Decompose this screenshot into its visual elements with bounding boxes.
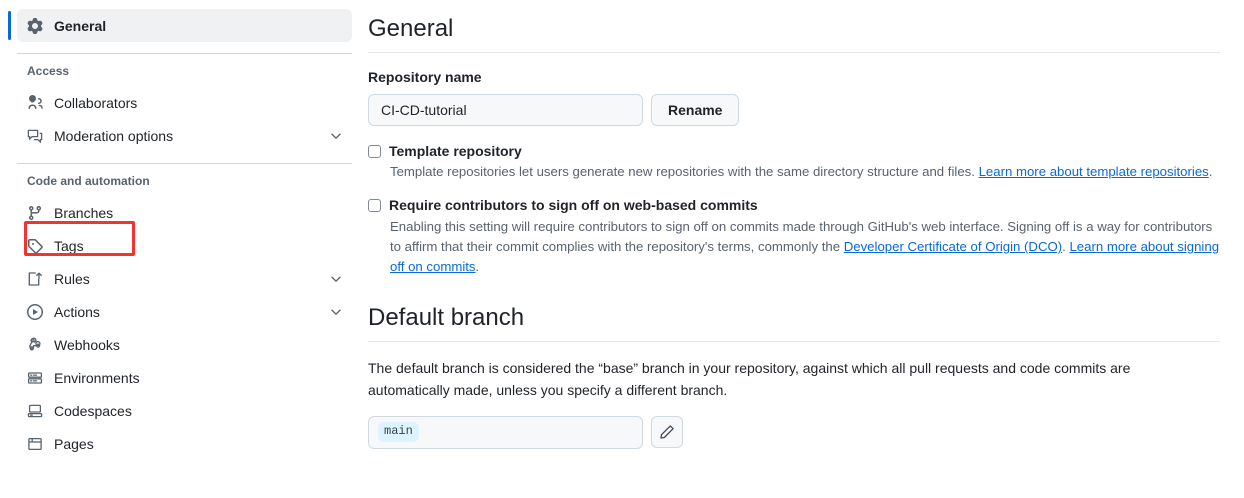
pencil-icon xyxy=(659,424,675,440)
signoff-title: Require contributors to sign off on web-… xyxy=(389,197,758,214)
sidebar-divider xyxy=(17,53,352,54)
signoff-desc-text: Enabling this setting will require contr… xyxy=(390,219,1213,255)
chevron-down-icon[interactable] xyxy=(328,128,344,144)
chevron-down-icon[interactable] xyxy=(328,271,344,287)
sidebar-item-general[interactable]: General xyxy=(8,9,352,42)
sidebar-item-label: Tags xyxy=(54,237,84,254)
section-divider xyxy=(368,341,1220,343)
edit-default-branch-button[interactable] xyxy=(651,416,683,449)
sidebar-group-title-code-automation: Code and automation xyxy=(27,174,150,188)
template-repository-checkbox[interactable] xyxy=(368,144,381,158)
comment-discussion-icon xyxy=(27,128,43,144)
chevron-down-icon[interactable] xyxy=(328,304,344,320)
sidebar-item-codespaces[interactable]: Codespaces xyxy=(17,394,352,427)
settings-main-content: General Repository name CI-CD-tutorial R… xyxy=(360,0,1244,498)
settings-sidebar: General Access Collaborators Moderation … xyxy=(0,0,360,498)
learn-more-template-repositories-link[interactable]: Learn more about template repositories xyxy=(978,164,1209,180)
sidebar-item-label: Codespaces xyxy=(54,402,132,419)
template-repository-description: Template repositories let users generate… xyxy=(390,162,1220,182)
people-icon xyxy=(27,94,43,111)
template-repository-desc-text: Template repositories let users generate… xyxy=(390,164,979,180)
sidebar-item-rules[interactable]: Rules xyxy=(17,262,352,295)
repository-name-input[interactable]: CI-CD-tutorial xyxy=(368,93,643,126)
template-repository-title: Template repository xyxy=(389,142,522,159)
dco-link[interactable]: Developer Certificate of Origin (DCO) xyxy=(843,239,1063,255)
default-branch-name: main xyxy=(378,422,419,442)
sidebar-item-label: Collaborators xyxy=(54,94,138,111)
signoff-checkbox[interactable] xyxy=(368,199,381,213)
sidebar-item-label: General xyxy=(54,17,107,34)
learn-more-signing-off-link[interactable]: Learn more about signing off on commits xyxy=(390,239,1220,275)
sidebar-divider xyxy=(17,163,352,164)
sidebar-item-label: Branches xyxy=(54,204,114,221)
template-repository-setting: Template repository Template repositorie… xyxy=(368,142,1220,183)
sidebar-item-branches[interactable]: Branches xyxy=(17,196,352,229)
section-divider xyxy=(368,52,1220,53)
sidebar-item-moderation-options[interactable]: Moderation options xyxy=(17,119,352,152)
rename-button[interactable]: Rename xyxy=(651,93,740,126)
sidebar-item-label: Environments xyxy=(54,369,140,386)
tag-icon xyxy=(27,238,43,254)
sidebar-item-environments[interactable]: Environments xyxy=(17,361,352,394)
webhook-icon xyxy=(27,337,43,353)
sidebar-item-label: Webhooks xyxy=(54,336,120,353)
default-branch-heading: Default branch xyxy=(368,304,525,332)
codespaces-icon xyxy=(27,403,43,419)
sidebar-item-label: Pages xyxy=(54,435,94,452)
signoff-row: Require contributors to sign off on web-… xyxy=(368,196,1220,216)
signoff-desc-period: . xyxy=(475,259,480,275)
sidebar-item-tags[interactable]: Tags xyxy=(17,229,352,262)
signoff-description: Enabling this setting will require contr… xyxy=(390,217,1220,277)
default-branch-display: main xyxy=(368,415,643,449)
active-indicator xyxy=(8,11,11,40)
default-branch-description: The default branch is considered the “ba… xyxy=(368,360,1131,398)
signoff-setting: Require contributors to sign off on web-… xyxy=(368,196,1220,277)
signoff-desc-mid: . xyxy=(1062,239,1070,255)
repository-name-label: Repository name xyxy=(368,69,482,85)
template-repository-row: Template repository xyxy=(368,142,1220,162)
default-branch-row: main xyxy=(368,415,1220,449)
repository-name-row: CI-CD-tutorial Rename xyxy=(368,93,1220,126)
template-repository-desc-period: . xyxy=(1208,164,1213,180)
sidebar-item-label: Rules xyxy=(54,270,90,287)
browser-icon xyxy=(27,436,43,452)
gear-icon xyxy=(27,17,43,34)
sidebar-item-label: Actions xyxy=(54,303,100,320)
git-branch-icon xyxy=(27,205,43,221)
sidebar-item-collaborators[interactable]: Collaborators xyxy=(17,86,352,119)
rules-icon xyxy=(27,271,43,287)
sidebar-item-webhooks[interactable]: Webhooks xyxy=(17,328,352,361)
sidebar-item-label: Moderation options xyxy=(54,127,174,144)
play-icon xyxy=(27,303,43,320)
server-icon xyxy=(27,370,43,386)
sidebar-group-title-access: Access xyxy=(27,64,70,78)
sidebar-item-actions[interactable]: Actions xyxy=(17,295,352,328)
sidebar-item-pages[interactable]: Pages xyxy=(17,427,352,460)
page-title: General xyxy=(368,15,454,42)
